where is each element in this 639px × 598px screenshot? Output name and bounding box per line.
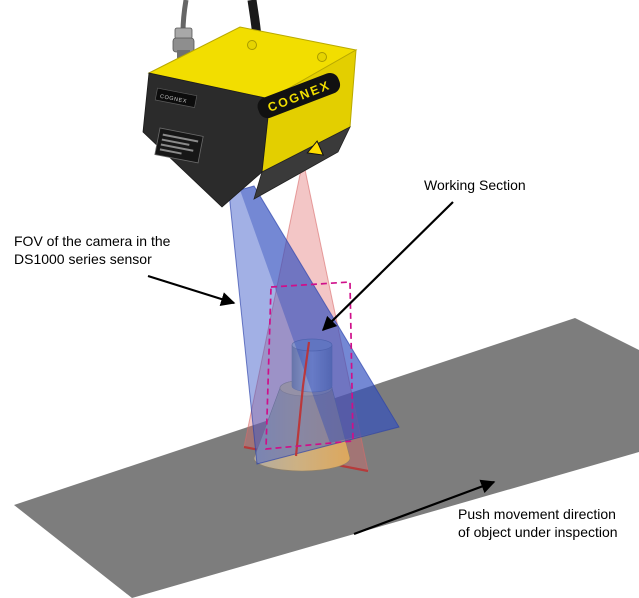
cable-left-connector-base (177, 50, 190, 58)
laser-warning-icon (306, 140, 325, 156)
sensor: COGNEX COGNEX (142, 0, 358, 208)
fov-arrow (147, 274, 236, 306)
screw-icon (317, 52, 327, 62)
cylinder-top (291, 338, 333, 352)
cable-left (180, 0, 189, 33)
logo-plate (257, 72, 341, 119)
side-sticker-text: COGNEX (159, 94, 187, 105)
camera-fov (228, 185, 400, 465)
sticker-line (160, 143, 194, 152)
cable-left-connector-body (172, 37, 195, 53)
working-section-outline (265, 281, 354, 450)
cable-left-connector (174, 27, 193, 40)
side-sticker: COGNEX (154, 87, 198, 108)
sticker-line (161, 138, 190, 146)
sensor-camera-housing (142, 72, 271, 208)
push-arrow (353, 479, 496, 536)
sticker-line (162, 133, 199, 143)
laser-profile-line (294, 341, 311, 457)
fov-label-line2: DS1000 series sensor (14, 251, 152, 267)
fov-main (228, 185, 400, 465)
push-label-line2: of object under inspection (458, 524, 618, 540)
laser-warning-triangle (306, 140, 325, 156)
fov-label-line1: FOV of the camera in the (14, 233, 171, 249)
side-sticker-plate (154, 87, 198, 108)
fov-side (240, 186, 399, 443)
warning-sticker-plate (154, 127, 204, 164)
push-label-line1: Push movement direction (458, 506, 616, 522)
working-section-label: Working Section (424, 177, 526, 193)
warning-sticker (154, 127, 204, 164)
screw-icon (247, 40, 257, 50)
working-section-arrow (321, 201, 454, 332)
sensor-underside (253, 126, 351, 200)
cylinder-body (291, 344, 333, 393)
annotations: FOV of the camera in the DS1000 series s… (14, 177, 618, 540)
sticker-line (159, 148, 182, 155)
